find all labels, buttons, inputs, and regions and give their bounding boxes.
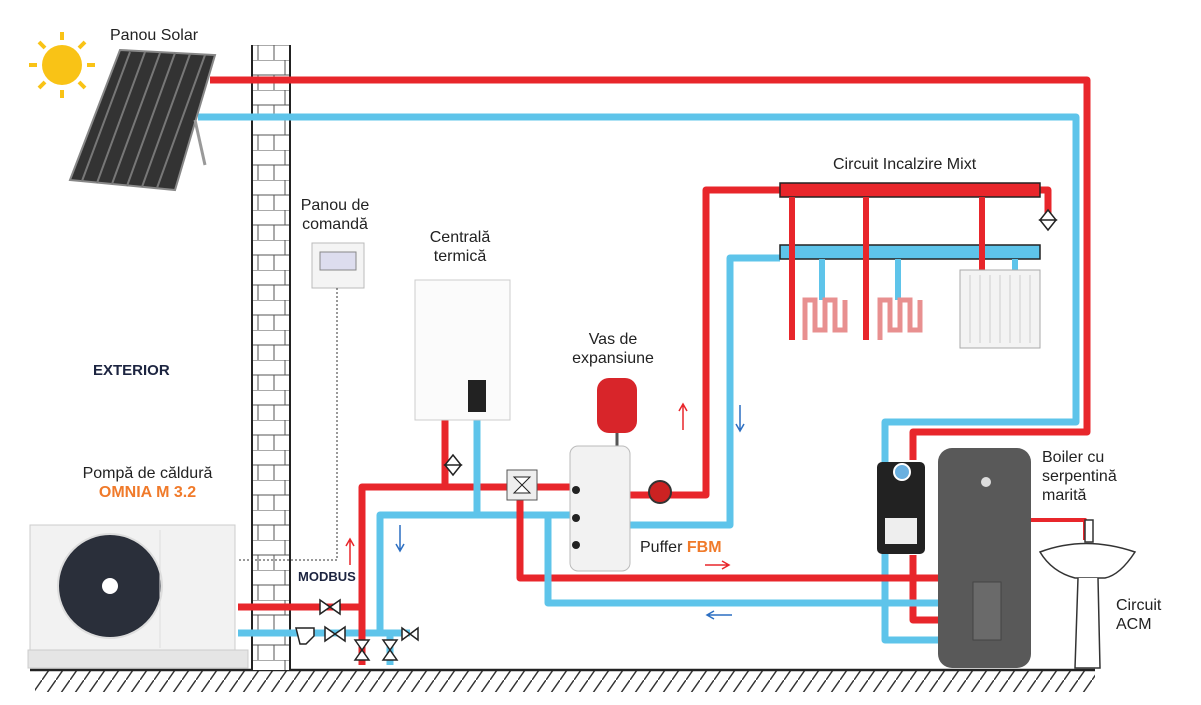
heat-pump-supply-pipe	[238, 483, 572, 611]
label-solar-panel: Panou Solar	[110, 27, 199, 44]
solar-hot-return	[909, 555, 940, 624]
exterior-wall	[251, 45, 291, 670]
label-line: Vas de	[588, 331, 638, 348]
radiator	[959, 269, 1041, 349]
ground	[30, 668, 1095, 692]
modbus-cable	[238, 288, 338, 561]
shutoff-valves	[295, 598, 419, 661]
bypass-valve-icon	[1038, 208, 1058, 232]
flow-arrows	[345, 402, 745, 620]
wall-boiler-unit	[414, 279, 511, 421]
label-boiler-unit: Centrală termică	[415, 228, 505, 266]
heat-pump-unit	[27, 524, 249, 669]
label-mixed-circuit: Circuit Incalzire Mixt	[833, 156, 977, 173]
expansion-vessel	[597, 378, 637, 450]
solar-cold-pipe	[198, 113, 1080, 644]
label-modbus: MODBUS	[298, 569, 356, 584]
label-control-panel: Panou de comandă	[290, 196, 380, 234]
label-line: Pompă de căldură	[82, 465, 213, 482]
dhw-coil-return	[544, 515, 940, 607]
sun-icon	[29, 32, 95, 98]
label-line: ACM	[1116, 616, 1152, 633]
label-line: comandă	[302, 216, 368, 233]
circulation-pump	[648, 480, 672, 504]
sink	[1038, 519, 1137, 669]
control-panel-device	[238, 242, 365, 561]
three-way-valve-icon	[506, 469, 538, 501]
solar-hot-pipe	[210, 76, 1091, 460]
puffer-model: FBM	[686, 539, 722, 556]
label-line: serpentină	[1042, 468, 1117, 485]
check-valve-icon	[443, 453, 463, 477]
acm-hot-pipe	[1030, 518, 1087, 540]
label-line: marită	[1042, 487, 1087, 504]
label-line: Centrală	[429, 229, 491, 246]
dhw-coil-supply	[516, 487, 940, 582]
label-puffer: Puffer FBM	[640, 538, 722, 557]
mixed-circuit-manifold	[779, 182, 1058, 349]
label-line: Circuit	[1116, 597, 1162, 614]
heat-pump-model: OMNIA M 3.2	[98, 484, 197, 501]
label-line: expansiune	[572, 350, 654, 367]
heating-return-pipe	[630, 254, 780, 529]
label-dhw-boiler: Boiler cu serpentină marită	[1042, 448, 1117, 505]
label-expansion-vessel: Vas de expansiune	[563, 330, 663, 368]
label-line: Boiler cu	[1042, 449, 1105, 466]
label-line: Puffer	[640, 539, 683, 556]
label-exterior: EXTERIOR	[93, 362, 170, 379]
solar-panel	[68, 48, 217, 192]
label-line: Panou de	[300, 197, 370, 214]
puffer-tank	[569, 445, 631, 572]
heat-pump-return-pipe	[238, 511, 572, 637]
solar-pump-station	[877, 462, 925, 554]
dhw-boiler-tank	[938, 448, 1031, 668]
label-line: termică	[433, 248, 487, 265]
